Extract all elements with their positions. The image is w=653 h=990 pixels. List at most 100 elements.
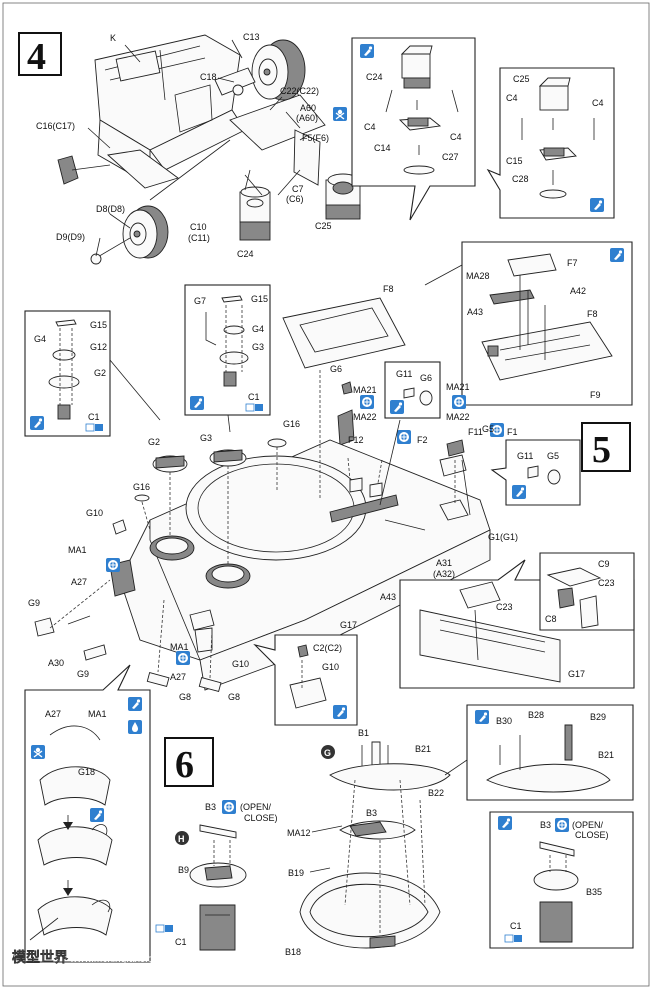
callout-g18: A27 MA1 G18 — [24, 664, 151, 963]
label-g10a: G10 — [86, 508, 103, 518]
optional-part-icon — [359, 394, 375, 410]
label-c23b: C23 — [496, 602, 513, 612]
part-g9-lower — [83, 644, 107, 661]
label-ma21a: MA21 — [353, 385, 377, 395]
label-g17b: G17 — [568, 669, 585, 679]
label-g15a: G15 — [251, 294, 268, 304]
paint-drop-icon — [128, 720, 142, 734]
label-c4b: C4 — [450, 132, 462, 142]
optional-part-icon — [451, 394, 467, 410]
glue-icon — [190, 396, 204, 410]
callout-g5: G11 G5 — [490, 439, 581, 506]
glue-icon — [610, 248, 624, 262]
label-b29: B29 — [590, 712, 606, 722]
glue-icon — [590, 198, 604, 212]
label-c7: C7 — [292, 184, 304, 194]
callout-c24: C24 C4 C4 C14 C27 — [351, 37, 476, 221]
label-ma12: MA12 — [287, 828, 311, 838]
label-b22: B22 — [428, 788, 444, 798]
drive-sprocket — [90, 205, 169, 265]
label-g3b: G3 — [200, 433, 212, 443]
label-a42: A42 — [570, 286, 586, 296]
label-g11a: G11 — [396, 369, 412, 379]
label-c13: C13 — [243, 32, 260, 42]
label-open-close-b: (OPEN/ — [572, 820, 604, 830]
hull-rear-assembly — [94, 34, 326, 189]
label-f12: F12 — [348, 435, 364, 445]
callout-rear-c23: C9 C23 C23 C8 G17 — [399, 552, 635, 689]
label-c24a: C24 — [237, 249, 254, 259]
label-g2a: G2 — [94, 368, 106, 378]
label-g6b: G6 — [420, 373, 432, 383]
label-g3a: G3 — [252, 342, 264, 352]
idler-arm — [214, 67, 256, 96]
label-open-close-a2: CLOSE) — [244, 813, 278, 823]
callout-c25: C25 C4 C4 C15 C28 — [486, 67, 615, 219]
idler-wheel — [251, 39, 306, 101]
label-c4d: C4 — [592, 98, 604, 108]
label-c25a: C25 — [315, 221, 332, 231]
watermark-url: www.moxingfans.com — [69, 954, 167, 965]
label-c6: (C6) — [286, 194, 304, 204]
label-b21a: B21 — [415, 744, 431, 754]
label-c4c: C4 — [506, 93, 518, 103]
optional-part-icon — [396, 429, 412, 445]
callout-c2: C2(C2) G10 — [253, 634, 358, 726]
glue-icon — [475, 710, 489, 724]
label-f1: F1 — [507, 427, 518, 437]
label-g9b: G9 — [77, 669, 89, 679]
label-g6: G6 — [330, 364, 342, 374]
label-a43a: A43 — [467, 307, 483, 317]
callout-hatch-g3: G7 G15 G4 G3 C1 — [184, 284, 271, 433]
subassembly-g: G B1 B21 B22 B3 MA12 B19 B18 — [285, 728, 451, 957]
label-c18: C18 — [200, 72, 217, 82]
label-b3a: B3 — [205, 802, 216, 812]
label-g9a: G9 — [28, 598, 40, 608]
step-6-number: 6 — [175, 744, 194, 786]
part-g16-right — [267, 438, 287, 448]
deck-plate-f8: F8 — [282, 284, 406, 369]
label-f2: F2 — [417, 435, 428, 445]
label-g11b: G11 — [517, 451, 533, 461]
label-f9: F9 — [590, 390, 601, 400]
part-g16-left — [134, 494, 150, 502]
label-f7: F7 — [567, 258, 578, 268]
label-g10b: G10 — [232, 659, 249, 669]
label-a27a: A27 — [71, 577, 87, 587]
label-a31: A31 — [436, 558, 452, 568]
label-a27b: A27 — [170, 672, 186, 682]
label-g15b: G15 — [90, 320, 107, 330]
label-k: K — [110, 33, 116, 43]
label-b19: B19 — [288, 868, 304, 878]
glue-icon — [512, 485, 526, 499]
label-c11: (C11) — [188, 233, 210, 243]
part-g9-upper — [34, 617, 55, 637]
callout-b35: B3 (OPEN/ CLOSE) B35 C1 — [489, 811, 634, 949]
label-b30: B30 — [496, 716, 512, 726]
label-open-close-b2: CLOSE) — [575, 830, 609, 840]
do-not-glue-icon — [30, 744, 46, 760]
step-6-box — [164, 737, 214, 787]
label-ma28: MA28 — [466, 271, 490, 281]
step-4-number: 4 — [27, 36, 46, 78]
label-ma22a: MA22 — [353, 412, 377, 422]
label-c1a: C1 — [248, 392, 260, 402]
label-b1: B1 — [358, 728, 369, 738]
label-b9: B9 — [178, 865, 189, 875]
label-c1b: C1 — [88, 412, 100, 422]
step-5-number: 5 — [592, 429, 611, 471]
label-g4a: G4 — [252, 324, 264, 334]
label-g12: G12 — [90, 342, 107, 352]
part-g8-right — [198, 677, 222, 693]
label-a60: A60 — [300, 103, 316, 113]
optional-part-icon — [554, 817, 570, 833]
label-b35: B35 — [586, 887, 602, 897]
label-f5: F5(F6) — [302, 133, 329, 143]
label-ma21b: MA21 — [446, 382, 470, 392]
marker-g-label: G — [324, 748, 331, 758]
label-g7: G7 — [194, 296, 206, 306]
glue-icon — [360, 44, 374, 58]
label-c16: C16(C17) — [36, 121, 75, 131]
label-g5a: G5 — [547, 451, 559, 461]
